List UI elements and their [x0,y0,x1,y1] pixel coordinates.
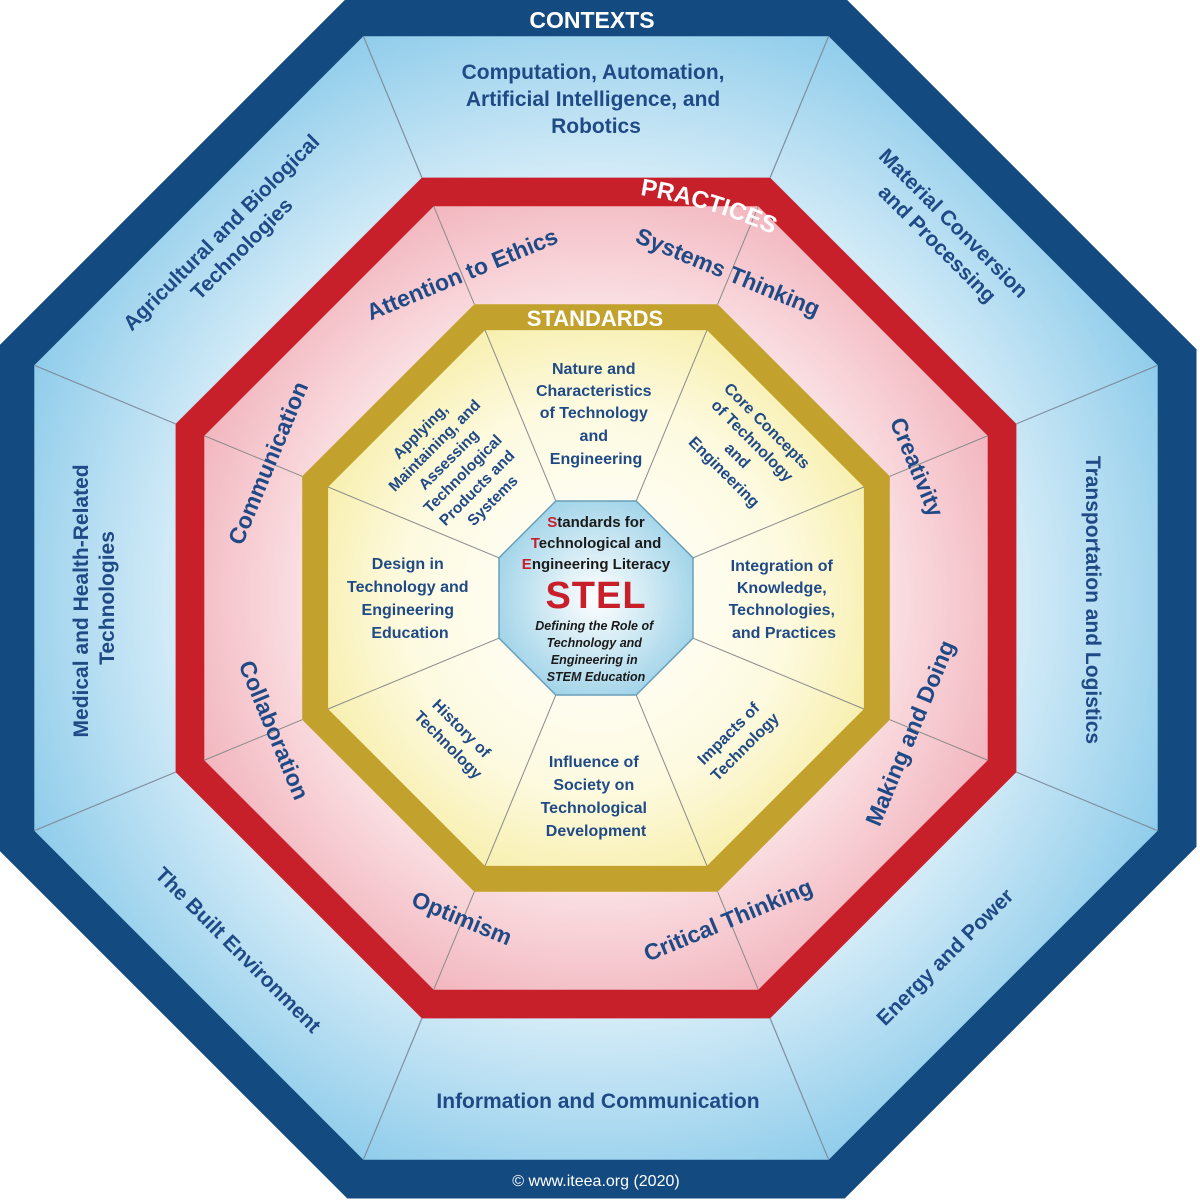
standard-label-integration-line1: Integration of [731,558,834,575]
standard-label-influence-line4: Development [546,823,647,840]
pr-dividers-line-sw [204,719,303,761]
st-dividers-line-ne [692,486,865,559]
ctx-dividers-line-n [769,36,830,178]
ctx-dividers-line-sw [34,771,176,832]
contexts-dividers [34,36,1158,1160]
pr-dividers-line-ne [889,435,988,477]
standard-label-integration-line4: and Practices [732,625,836,642]
center-title-line2: Technological and [531,535,662,552]
standards-title: STANDARDS [527,306,663,331]
center-subtitle-line2: Technology and [547,636,643,650]
context-label-transportation: Transportation and Logistics [1081,456,1104,744]
ctx-dividers-line-ne [1016,364,1158,425]
center-title-line2-rest: echnological and [539,535,662,552]
copyright-text: © www.iteea.org (2020) [512,1173,679,1190]
ctx-dividers-line-w [34,364,176,425]
center-subtitle-line4: STEM Education [547,670,646,684]
center-title-line3-rest: ngineering Literacy [532,556,671,573]
st-dividers-line-n [635,329,708,502]
context-label-medical-line1: Medical and Health-Related [70,464,93,737]
st-dividers-line-se [635,694,708,867]
center-subtitle-line1: Defining the Role of [535,619,655,633]
context-label-computation-line1: Computation, Automation, [462,61,725,84]
standard-label-nature-line1: Nature and [552,361,636,378]
center-subtitle-line3: Engineering in [551,653,638,667]
pr-dividers-line-n [717,206,759,305]
st-dividers-line-s [484,694,557,867]
pr-dividers-line-e [889,719,988,761]
standard-label-influence: Influence of Society on Technological De… [541,754,652,840]
context-label-transportation-line1: Transportation and Logistics [1081,456,1104,744]
standard-label-design-line4: Education [371,625,448,642]
standard-label-influence-line2: Society on [553,777,634,794]
standard-label-design-line1: Design in [372,556,444,573]
st-dividers-line-sw [327,637,500,710]
center-title-line1: Standards for [547,514,645,531]
standard-label-nature: Nature and Characteristics of Technology… [536,361,656,468]
ctx-dividers-line-e [1016,771,1158,832]
context-label-computation-line3: Robotics [551,115,641,138]
ctx-dividers-line-se [769,1018,830,1160]
standard-label-nature-line3: of Technology [540,405,648,422]
center-subtitle: Defining the Role of Technology and Engi… [535,619,657,684]
context-label-computation-line2: Artificial Intelligence, and [466,88,720,111]
st-dividers-line-e [692,637,865,710]
standards-dividers [327,329,865,867]
standard-label-influence-line1: Influence of [549,754,639,771]
context-label-information-line1: Information and Communication [436,1090,759,1113]
standard-label-design-line3: Engineering [362,602,454,619]
center-title-line3-cap: E [522,556,532,573]
standard-label-design-line2: Technology and [347,579,468,596]
context-label-information: Information and Communication [436,1090,759,1113]
standard-label-integration-line2: Knowledge, [737,580,827,597]
center-title-line3: Engineering Literacy [522,556,671,573]
ctx-dividers-line-s [362,1018,423,1160]
stel-logo: STEL [545,575,646,617]
pr-dividers-line-nw [433,206,475,305]
center-title-line1-rest: tandards for [557,514,645,531]
standard-label-design: Design in Technology and Engineering Edu… [347,556,473,642]
ctx-dividers-line-nw [362,36,423,178]
standard-label-nature-line5: Engineering [550,451,642,468]
context-label-computation: Computation, Automation, Artificial Inte… [462,61,731,138]
standard-label-integration-line3: Technologies, [729,602,835,619]
context-label-medical: Medical and Health-Related Technologies [70,459,119,738]
center-octagon [498,500,694,696]
pr-dividers-line-s [433,891,475,990]
context-label-medical-line2: Technologies [96,531,119,665]
st-dividers-line-w [327,486,500,559]
st-dividers-line-nw [484,329,557,502]
pr-dividers-line-w [204,435,303,477]
standard-label-integration: Integration of Knowledge, Technologies, … [729,558,840,642]
standard-label-influence-line3: Technological [541,800,647,817]
standard-label-nature-line2: Characteristics [536,383,652,400]
standard-label-nature-line4: and [580,428,608,445]
practices-dividers [204,206,988,990]
pr-dividers-line-se [717,891,759,990]
center-content: Standards for Technological and Engineer… [522,514,671,684]
contexts-title: CONTEXTS [529,7,654,33]
center-title-line2-cap: T [531,535,540,552]
center-title-line1-cap: S [547,514,557,531]
